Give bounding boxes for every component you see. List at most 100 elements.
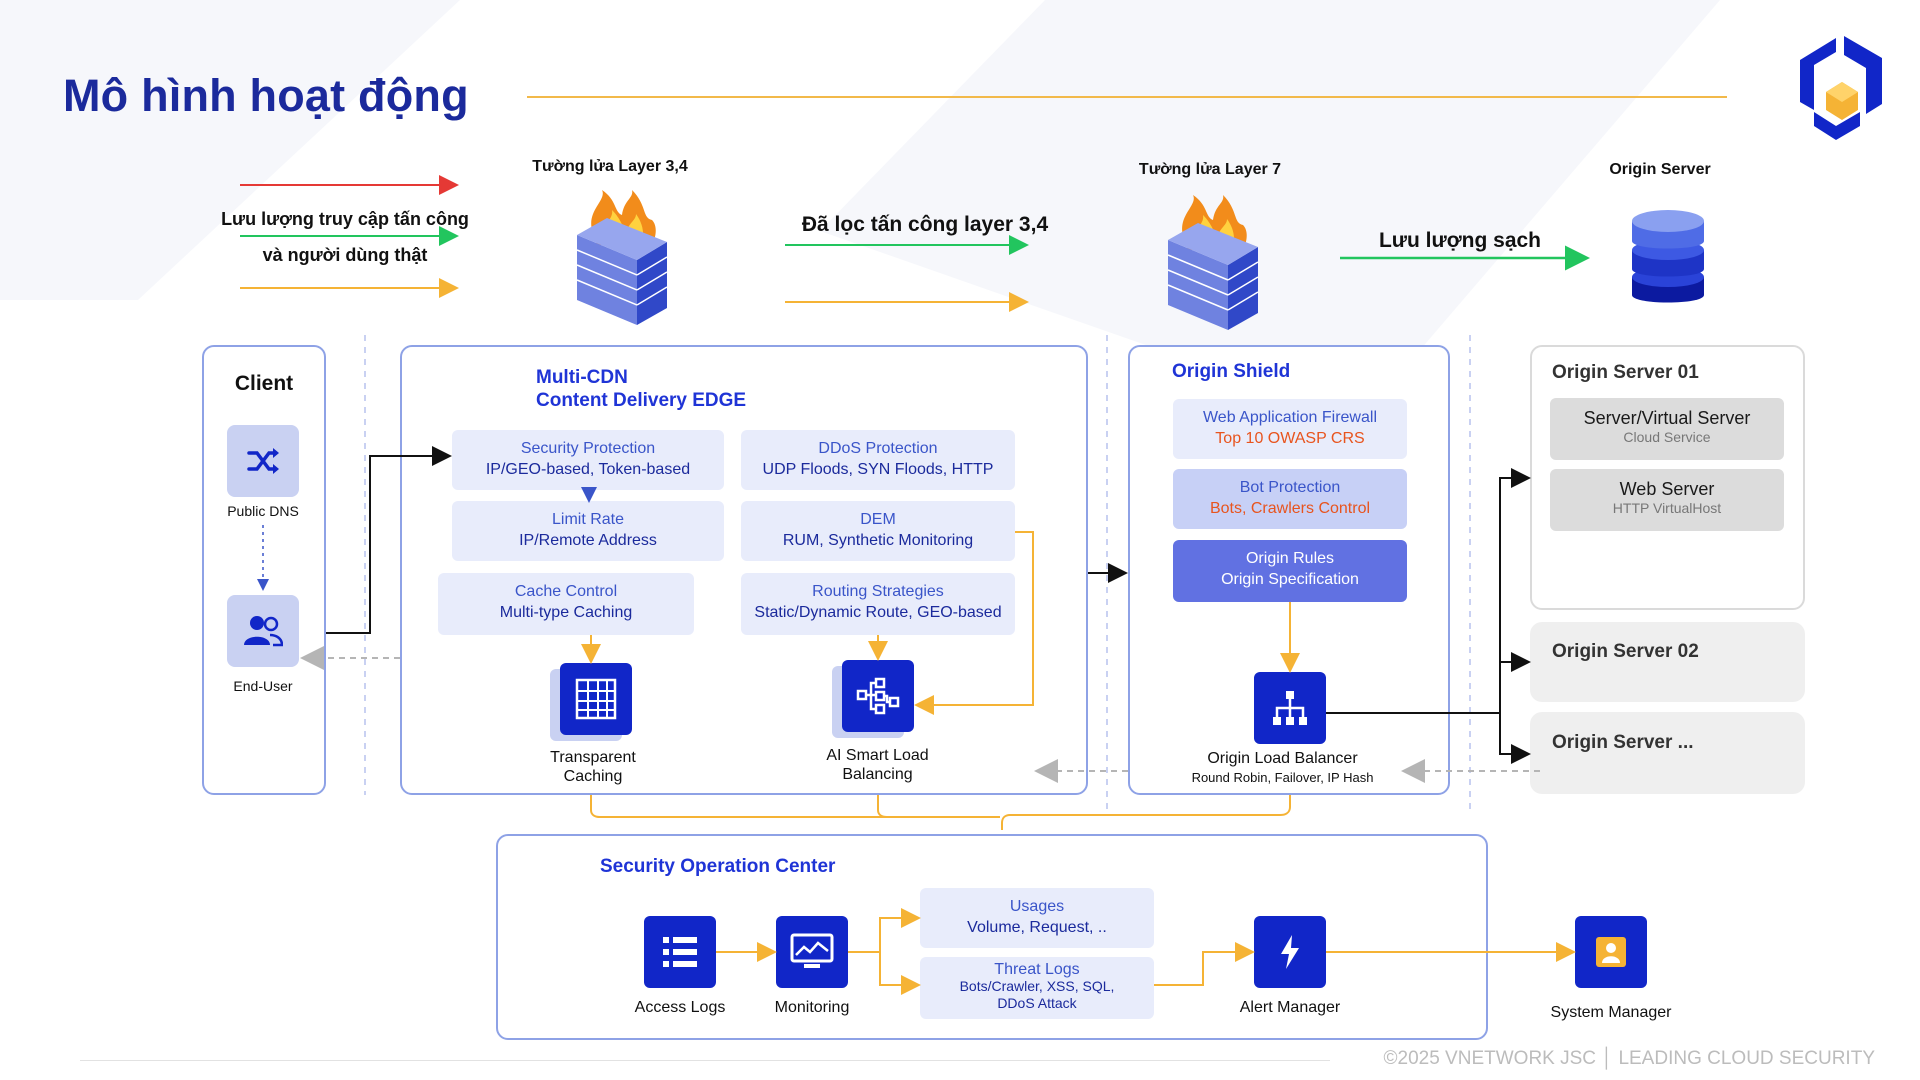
monitoring-to-usages bbox=[848, 908, 921, 953]
origin-server-01-title: Origin Server 01 bbox=[1552, 362, 1699, 383]
public-dns-label: Public DNS bbox=[227, 503, 299, 519]
ai-load-balancing-line-2: Balancing bbox=[842, 766, 913, 783]
monitor-chart-icon bbox=[790, 933, 834, 968]
origin-server-02-panel bbox=[1530, 622, 1805, 702]
hierarchy-icon bbox=[856, 677, 900, 715]
usages-box: Usages Volume, Request, .. bbox=[920, 888, 1154, 948]
dem-detail: RUM, Synthetic Monitoring bbox=[782, 532, 974, 549]
title-divider bbox=[527, 96, 1727, 98]
client-panel bbox=[202, 345, 326, 795]
virtual-server-sub: Cloud Service bbox=[1623, 429, 1711, 445]
shuffle-icon bbox=[247, 448, 279, 474]
origin-rules-title: Origin Rules bbox=[1245, 550, 1335, 567]
user-badge-icon bbox=[1596, 937, 1626, 967]
waf-detail: Top 10 OWASP CRS bbox=[1215, 430, 1365, 447]
limit-rate-detail: IP/Remote Address bbox=[519, 532, 657, 549]
alert-manager-label: Alert Manager bbox=[1239, 999, 1341, 1016]
logs-to-soc bbox=[590, 795, 1291, 830]
monitoring-label: Monitoring bbox=[774, 999, 850, 1016]
monitoring-to-threat bbox=[879, 952, 921, 995]
company-logo bbox=[1800, 36, 1882, 140]
origin-server-more-panel bbox=[1530, 712, 1805, 794]
routing-strategies-box: Routing Strategies Static/Dynamic Route,… bbox=[741, 573, 1015, 635]
origin-shield-title: Origin Shield bbox=[1172, 361, 1291, 382]
system-manager-label: System Manager bbox=[1550, 1004, 1672, 1021]
legend-line-1: Lưu lượng truy cập tấn công bbox=[221, 209, 469, 229]
security-protection-box: Security Protection IP/GEO-based, Token-… bbox=[452, 430, 724, 490]
cdn-panel bbox=[400, 345, 1088, 795]
header-firewall-l7: Tường lửa Layer 7 bbox=[1138, 161, 1282, 178]
legend-line-2: và người dùng thật bbox=[262, 245, 428, 265]
header-firewall-l34: Tường lửa Layer 3,4 bbox=[532, 158, 688, 175]
usages-title: Usages bbox=[1009, 898, 1065, 915]
threat-logs-detail-2: DDoS Attack bbox=[997, 995, 1077, 1011]
footer-divider bbox=[80, 1060, 1330, 1061]
threat-logs-box: Threat Logs Bots/Crawler, XSS, SQL, DDoS… bbox=[920, 957, 1154, 1019]
client-to-cdn-arrow bbox=[326, 446, 452, 634]
cdn-title: Multi-CDN Content Delivery EDGE bbox=[536, 366, 746, 412]
web-server-box: Web Server HTTP VirtualHost bbox=[1550, 469, 1784, 531]
public-dns-node[interactable] bbox=[227, 425, 299, 497]
flow-label-clean: Lưu lượng sạch bbox=[1378, 229, 1542, 252]
soc-title: Security Operation Center bbox=[600, 856, 836, 877]
routing-strategies-detail: Static/Dynamic Route, GEO-based bbox=[754, 604, 1002, 621]
alert-manager-node[interactable] bbox=[1254, 916, 1326, 988]
dem-title: DEM bbox=[860, 511, 896, 528]
system-manager-node[interactable] bbox=[1575, 916, 1647, 988]
ai-load-balancing-label: AI Smart Load Balancing bbox=[800, 746, 955, 784]
ai-load-balancing-line-1: AI Smart Load bbox=[826, 747, 929, 764]
firewall-l34-icon bbox=[576, 190, 668, 325]
dem-to-lb-arrow bbox=[914, 531, 1034, 715]
ddos-protection-detail: UDP Floods, SYN Floods, HTTP bbox=[762, 461, 994, 478]
waf-box: Web Application Firewall Top 10 OWASP CR… bbox=[1173, 399, 1407, 459]
origin-rules-detail: Origin Specification bbox=[1221, 571, 1359, 588]
origin-load-balancer-label: Origin Load Balancer Round Robin, Failov… bbox=[1170, 749, 1395, 787]
origin-load-balancer-node[interactable] bbox=[1254, 672, 1326, 744]
database-icon bbox=[1632, 210, 1704, 303]
transparent-caching-line-2: Caching bbox=[563, 768, 623, 785]
cdn-title-line-1: Multi-CDN bbox=[536, 367, 628, 388]
header-origin-server: Origin Server bbox=[1609, 161, 1711, 178]
routing-strategies-title: Routing Strategies bbox=[812, 583, 944, 600]
access-logs-node[interactable] bbox=[644, 916, 716, 988]
dem-box: DEM RUM, Synthetic Monitoring bbox=[741, 501, 1015, 561]
virtual-server-title: Server/Virtual Server bbox=[1583, 408, 1751, 428]
transparent-caching-line-1: Transparent bbox=[550, 749, 636, 766]
usages-detail: Volume, Request, .. bbox=[967, 919, 1107, 936]
ai-load-balancing-node[interactable] bbox=[842, 660, 914, 732]
threat-logs-title: Threat Logs bbox=[994, 961, 1080, 978]
threat-logs-detail-1: Bots/Crawler, XSS, SQL, bbox=[959, 978, 1115, 994]
web-server-title: Web Server bbox=[1619, 479, 1715, 499]
origin-server-02-title: Origin Server 02 bbox=[1552, 641, 1699, 662]
flow-label-filtered: Đã lọc tấn công layer 3,4 bbox=[801, 213, 1049, 236]
transparent-caching-node[interactable] bbox=[560, 663, 632, 735]
olb-to-origin-more bbox=[1499, 713, 1531, 764]
footer-text: ©2025 VNETWORK JSC │ LEADING CLOUD SECUR… bbox=[1383, 1048, 1875, 1069]
bot-protection-detail: Bots, Crawlers Control bbox=[1209, 500, 1371, 517]
firewall-l7-icon bbox=[1167, 195, 1259, 330]
ddos-protection-title: DDoS Protection bbox=[818, 440, 938, 457]
grid-table-icon bbox=[575, 678, 617, 720]
lightning-icon bbox=[1281, 935, 1299, 969]
legend-text: Lưu lượng truy cập tấn công và người dùn… bbox=[205, 201, 485, 273]
end-user-node[interactable] bbox=[227, 595, 299, 667]
access-logs-label: Access Logs bbox=[634, 999, 726, 1016]
cdn-title-line-2: Content Delivery EDGE bbox=[536, 390, 747, 411]
cache-control-title: Cache Control bbox=[514, 583, 618, 600]
olb-to-origins bbox=[1326, 468, 1531, 714]
users-icon bbox=[244, 616, 283, 647]
client-title: Client bbox=[234, 372, 294, 395]
bot-protection-title: Bot Protection bbox=[1239, 479, 1341, 496]
virtual-server-box: Server/Virtual Server Cloud Service bbox=[1550, 398, 1784, 460]
cache-control-box: Cache Control Multi-type Caching bbox=[438, 573, 694, 635]
origin-server-more-title: Origin Server ... bbox=[1552, 732, 1694, 753]
security-protection-title: Security Protection bbox=[520, 440, 656, 457]
end-user-label: End-User bbox=[233, 678, 293, 694]
web-server-sub: HTTP VirtualHost bbox=[1612, 500, 1722, 516]
transparent-caching-label: Transparent Caching bbox=[518, 748, 668, 786]
cache-control-detail: Multi-type Caching bbox=[499, 604, 633, 621]
monitoring-node[interactable] bbox=[776, 916, 848, 988]
security-protection-detail: IP/GEO-based, Token-based bbox=[485, 461, 691, 478]
limit-rate-box: Limit Rate IP/Remote Address bbox=[452, 501, 724, 561]
